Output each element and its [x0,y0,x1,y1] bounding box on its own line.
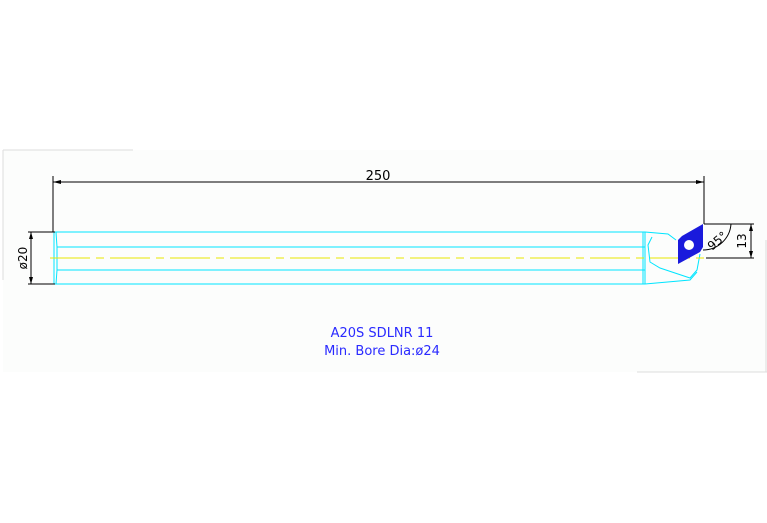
height-dimension: 13 [735,233,749,248]
min-bore-label: Min. Bore Dia:ø24 [324,344,440,359]
drawing-area [3,150,767,372]
arrowheads [29,180,753,284]
length-dimension: 250 [366,169,391,184]
model-label: A20S SDLNR 11 [331,326,434,341]
insert-hole [684,240,694,250]
diameter-dimension: ø20 [16,247,30,270]
